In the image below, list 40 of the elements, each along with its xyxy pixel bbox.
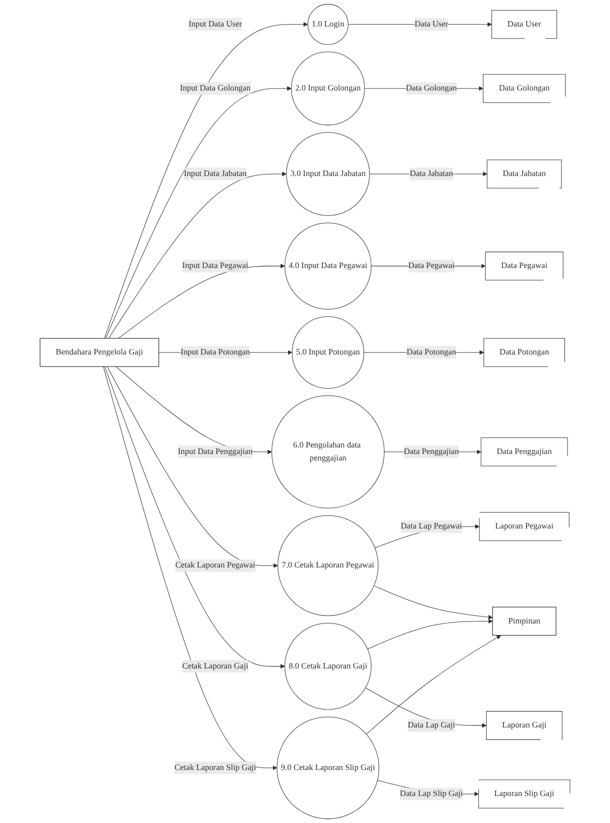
edge-label: Data Pegawai bbox=[408, 261, 455, 270]
edge-label: Input Data Jabatan bbox=[184, 169, 247, 178]
edge-label: Cetak Laporan Pegawai bbox=[175, 560, 256, 570]
node-circle: 1.0 Login bbox=[308, 4, 348, 45]
edge-label: Input Data Potongan bbox=[180, 348, 250, 357]
edge-label: Data Jabatan bbox=[410, 169, 453, 178]
node-box: Data Potongan bbox=[484, 338, 565, 367]
edge-label: Input Data Golongan bbox=[180, 84, 251, 93]
node-circle: 9.0 Cetak Laporan Slip Gaji bbox=[276, 716, 380, 820]
edge-label: Cetak Laporan Gaji bbox=[182, 662, 248, 670]
node-box: Laporan Pegawai bbox=[479, 512, 570, 541]
edge-label: Input Data Penggajian bbox=[178, 447, 253, 456]
node-box: Pimpinan bbox=[492, 606, 556, 636]
edge-label: Cetak Laporan Slip Gaji bbox=[174, 763, 256, 772]
node-box: Laporan Slip Gaji bbox=[478, 780, 570, 808]
node-circle: 7.0 Cetak Laporan Pegawai bbox=[278, 515, 378, 616]
arrow bbox=[367, 618, 493, 650]
node-circle: 5.0 Input Potongan bbox=[292, 316, 364, 389]
arrow bbox=[374, 585, 493, 620]
edge-label: Data Penggajian bbox=[404, 447, 459, 456]
edge-label: Data Lap Slip Gaji bbox=[400, 789, 463, 798]
node-box: Data Jabatan bbox=[486, 160, 562, 188]
node-box: Data Pegawai bbox=[485, 252, 564, 280]
node-circle: 6.0 Pengolahan data penggajian bbox=[272, 395, 384, 508]
edge-label: Input Data User bbox=[188, 20, 242, 29]
node-circle: 3.0 Input Data Jabatan bbox=[286, 132, 370, 216]
node-box: Laporan Gaji bbox=[486, 711, 562, 740]
edge-label: Data User bbox=[414, 20, 448, 29]
edge-label: Data Lap Pegawai bbox=[400, 522, 462, 531]
edge-label: Data Golongan bbox=[406, 84, 457, 93]
node-box: Data Golongan bbox=[482, 74, 566, 103]
node-box: Bendahara Pengelola Gaji bbox=[40, 338, 160, 367]
edge-label: Input Data Pegawai bbox=[182, 261, 248, 270]
node-box: Data User bbox=[491, 10, 558, 39]
node-box: Data Penggajian bbox=[480, 438, 568, 466]
edge-label: Data Potongan bbox=[406, 348, 456, 357]
node-circle: 4.0 Input Data Pegawai bbox=[284, 222, 372, 310]
node-circle: 8.0 Cetak Laporan Gaji bbox=[284, 622, 372, 710]
edge-label: Data Lap Gaji bbox=[408, 720, 456, 730]
node-circle: 2.0 Input Golongan bbox=[291, 52, 365, 126]
